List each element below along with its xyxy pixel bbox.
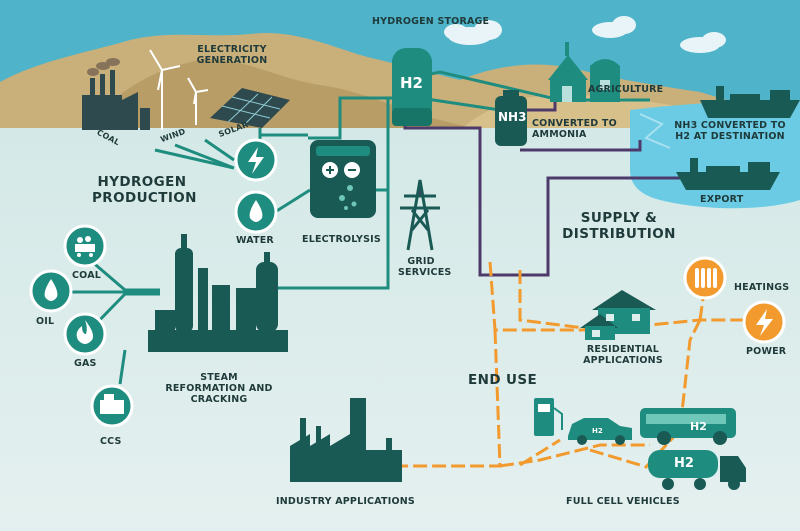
water-label: WATER	[236, 235, 274, 246]
export-ship-icon	[676, 158, 780, 190]
coal-circle-icon	[63, 224, 107, 268]
supply-pipelines	[403, 100, 680, 277]
supply-distribution-heading: SUPPLY & DISTRIBUTION	[562, 210, 676, 242]
h2-car-label: H2	[592, 427, 603, 435]
gas-flame-icon	[63, 312, 107, 356]
converted-to-ammonia-label: CONVERTED TO AMMONIA	[532, 118, 617, 140]
h2-truck-label: H2	[674, 456, 694, 471]
electricity-generation-label: ELECTRICITY GENERATION	[196, 44, 268, 66]
water-drop-icon	[234, 190, 278, 234]
hydrogen-storage-tank-icon	[392, 48, 432, 126]
full-cell-vehicles-label: FULL CELL VEHICLES	[566, 496, 680, 507]
wind-turbine-icon	[149, 49, 209, 130]
nh3-converted-label: NH3 CONVERTED TO H2 AT DESTINATION	[674, 120, 786, 142]
ccs-label: CCS	[100, 436, 122, 447]
h2-truck-icon	[648, 450, 746, 490]
oil-label: OIL	[36, 316, 55, 327]
industry-applications-label: INDUSTRY APPLICATIONS	[276, 496, 415, 507]
coal-plant-icon	[82, 70, 150, 130]
heatings-label: HEATINGS	[734, 282, 790, 293]
hydrogen-storage-label: HYDROGEN STORAGE	[372, 16, 490, 27]
power-label: POWER	[746, 346, 787, 357]
ccs-storage-icon	[90, 384, 134, 428]
power-lightning-icon	[742, 300, 786, 344]
oil-drop-icon	[29, 269, 73, 313]
grid-services-label: GRID SERVICES	[398, 256, 452, 278]
gas-label: GAS	[74, 358, 97, 369]
electricity-circle-icon	[234, 138, 278, 182]
refinery-icon	[148, 234, 288, 352]
residential-applications-label: RESIDENTIAL APPLICATIONS	[583, 344, 663, 366]
h2-bus-label: H2	[690, 420, 707, 433]
h2-bus-icon	[640, 408, 736, 445]
coal-label: COAL	[72, 270, 101, 281]
electrolyser-icon	[310, 140, 376, 218]
power-pylon-icon	[400, 179, 440, 251]
ammonia-tank-icon	[495, 90, 527, 146]
hill-shadow	[80, 59, 480, 131]
h2-tank-label: H2	[400, 74, 423, 92]
agriculture-label: AGRICULTURE	[588, 84, 664, 95]
residential-house-icon	[580, 290, 656, 340]
steam-reformation-label: STEAM REFORMATION AND CRACKING	[165, 372, 273, 405]
hydrogen-production-heading: HYDROGEN PRODUCTION	[92, 174, 197, 206]
ship-icon	[700, 86, 800, 118]
end-use-heading: END USE	[468, 372, 538, 388]
fuel-pump-icon	[534, 398, 563, 436]
heating-radiator-icon	[683, 256, 727, 300]
cloud-icon	[444, 16, 726, 53]
solar-panel-icon	[210, 88, 290, 128]
nh3-tank-label: NH3	[498, 110, 527, 124]
electrolysis-label: ELECTROLYSIS	[302, 234, 381, 245]
h2-car-icon	[568, 418, 632, 445]
industry-factory-icon	[290, 398, 402, 482]
export-label: EXPORT	[700, 194, 744, 205]
